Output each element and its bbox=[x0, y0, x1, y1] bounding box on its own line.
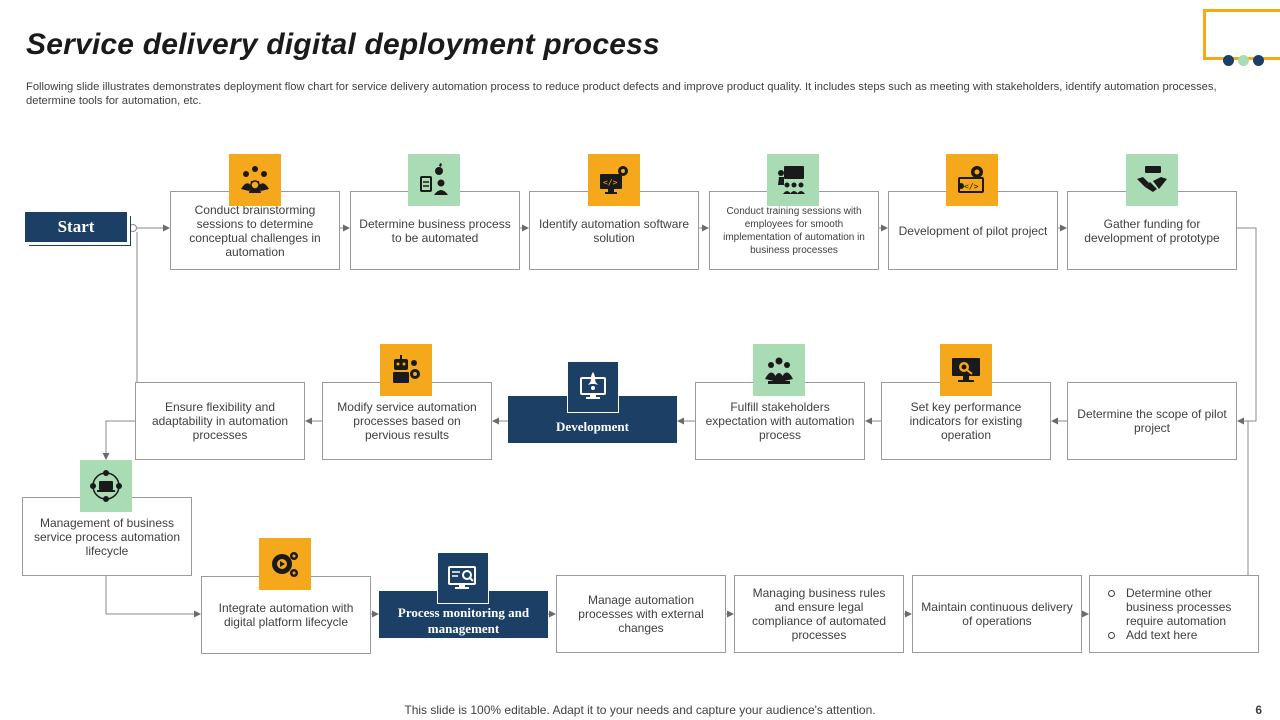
code-monitor-gear-icon: </> bbox=[588, 154, 640, 206]
start-connector-dot bbox=[129, 224, 137, 232]
corner-dot-1 bbox=[1223, 55, 1234, 66]
page-number: 6 bbox=[1255, 703, 1262, 717]
svg-text:</>: </> bbox=[603, 178, 618, 187]
corner-dot-3 bbox=[1253, 55, 1264, 66]
handshake-money-icon bbox=[1126, 154, 1178, 206]
bullet-list: Determine other business processes requi… bbox=[1108, 586, 1248, 642]
code-gear-icon: </> bbox=[946, 154, 998, 206]
kpi-monitor-icon bbox=[940, 344, 992, 396]
rocket-monitor-icon bbox=[567, 361, 619, 413]
training-presentation-icon bbox=[767, 154, 819, 206]
step-integrate-automation: Integrate automation with digital platfo… bbox=[201, 576, 371, 654]
corner-dot-2 bbox=[1238, 55, 1249, 66]
start-node: Start bbox=[25, 212, 127, 242]
page-title: Service delivery digital deployment proc… bbox=[26, 28, 660, 61]
stakeholders-group-icon bbox=[753, 344, 805, 396]
process-monitoring-node: Process monitoring and management bbox=[379, 591, 548, 638]
footer-note: This slide is 100% editable. Adapt it to… bbox=[404, 703, 876, 717]
list-item: Determine other business processes requi… bbox=[1108, 586, 1248, 628]
step-manage-external: Manage automation processes with externa… bbox=[556, 575, 726, 653]
page-subtitle: Following slide illustrates demonstrates… bbox=[26, 81, 1217, 107]
team-brainstorm-icon bbox=[229, 154, 281, 206]
step-determine-scope: Determine the scope of pilot project bbox=[1067, 382, 1237, 460]
lifecycle-laptop-icon bbox=[80, 460, 132, 512]
monitor-search-icon bbox=[437, 552, 489, 604]
gear-play-icon bbox=[259, 538, 311, 590]
step-business-rules: Managing business rules and ensure legal… bbox=[734, 575, 904, 653]
process-user-icon bbox=[408, 154, 460, 206]
step-continuous-delivery: Maintain continuous delivery of operatio… bbox=[912, 575, 1082, 653]
robot-gear-icon bbox=[380, 344, 432, 396]
svg-text:</>: </> bbox=[964, 182, 979, 191]
step-other-processes: Determine other business processes requi… bbox=[1089, 575, 1259, 653]
list-item: Add text here bbox=[1108, 628, 1248, 642]
step-ensure-flexibility: Ensure flexibility and adaptability in a… bbox=[135, 382, 305, 460]
